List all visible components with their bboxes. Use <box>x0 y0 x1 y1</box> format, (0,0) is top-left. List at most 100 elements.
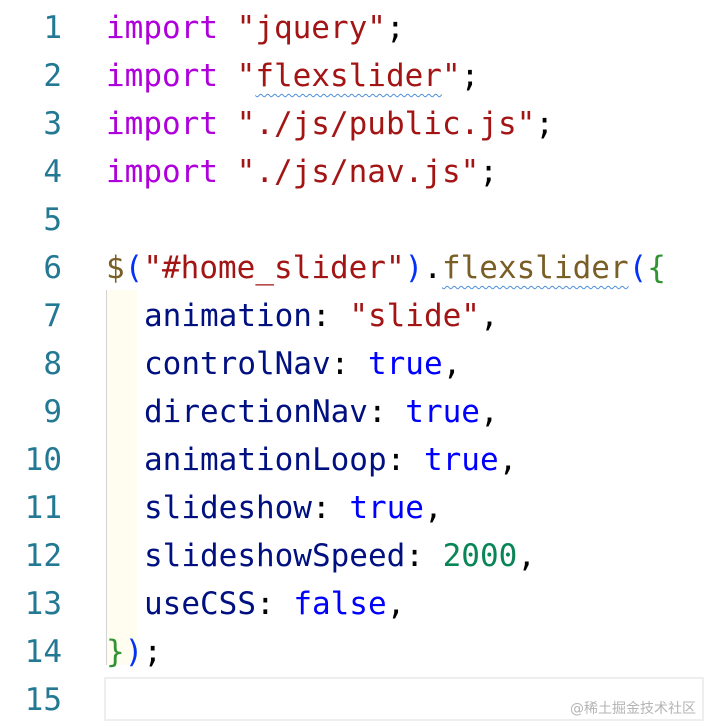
code-token: ) <box>404 250 424 286</box>
code-token: ; <box>143 634 163 670</box>
code-token: ; <box>535 106 554 142</box>
code-token: : <box>311 298 350 334</box>
line-code: useCSS: false, <box>144 580 405 628</box>
code-token: ; <box>479 154 498 190</box>
line-number: 2 <box>43 58 62 94</box>
code-token: slideshowSpeed <box>144 538 406 574</box>
indent-guide <box>106 290 137 665</box>
line-number: 4 <box>43 154 62 190</box>
code-token: $ <box>106 250 125 286</box>
code-token: : <box>386 442 424 478</box>
code-line[interactable]: 4 import "./js/nav.js"; <box>0 148 704 196</box>
code-line[interactable]: 1 import "jquery"; <box>0 4 704 52</box>
code-token: , <box>498 442 518 478</box>
line-number: 3 <box>43 106 62 142</box>
line-number: 7 <box>43 298 62 334</box>
code-line[interactable]: 5 <box>0 196 704 244</box>
code-token: animation <box>144 298 312 334</box>
code-token: import <box>106 154 218 190</box>
code-token <box>218 58 237 94</box>
code-token: "jquery" <box>236 10 386 46</box>
code-line[interactable]: 12 slideshowSpeed: 2000, <box>0 532 704 580</box>
code-token: flexslider <box>255 58 442 94</box>
code-line[interactable]: 6$("#home_slider").flexslider({ <box>0 244 704 292</box>
code-token: "./js/nav.js" <box>236 154 480 190</box>
code-token: : <box>405 538 443 574</box>
code-line[interactable]: 15 <box>0 676 704 724</box>
code-token: slideshow <box>144 490 312 526</box>
code-line[interactable]: 7 animation: "slide", <box>0 292 704 340</box>
code-token: true <box>367 346 443 382</box>
code-token: animationLoop <box>144 442 387 478</box>
code-token: : <box>311 490 350 526</box>
code-token <box>218 10 237 46</box>
code-line[interactable]: 14}); <box>0 628 704 676</box>
code-token: import <box>106 58 218 94</box>
code-token: , <box>423 490 443 526</box>
code-token: , <box>517 538 536 574</box>
code-token: import <box>106 106 218 142</box>
code-token: "slide" <box>349 298 480 334</box>
line-number: 9 <box>43 394 62 430</box>
code-token: true <box>349 490 424 526</box>
code-line[interactable]: 3 import "./js/public.js"; <box>0 100 704 148</box>
line-number: 11 <box>24 490 62 526</box>
line-code: $("#home_slider").flexslider({ <box>106 244 666 292</box>
line-code: slideshowSpeed: 2000, <box>144 532 536 580</box>
code-token: , <box>386 586 406 622</box>
line-number: 12 <box>24 538 62 574</box>
line-number: 5 <box>43 202 62 238</box>
line-code: directionNav: true, <box>144 388 499 436</box>
line-code: import "./js/public.js"; <box>106 100 554 148</box>
code-token: , <box>479 394 499 430</box>
code-token <box>218 154 237 190</box>
watermark: @稀土掘金技术社区 <box>570 701 696 717</box>
line-code: import "./js/nav.js"; <box>106 148 498 196</box>
code-token: . <box>423 250 442 286</box>
code-line[interactable]: 10 animationLoop: true, <box>0 436 704 484</box>
line-code: import "flexslider"; <box>106 52 479 100</box>
code-token: , <box>442 346 462 382</box>
line-code: }); <box>106 628 162 676</box>
code-token: ( <box>124 250 144 286</box>
code-token: } <box>106 634 125 670</box>
code-token: { <box>647 250 666 286</box>
line-number: 13 <box>24 586 62 622</box>
code-token: ( <box>628 250 648 286</box>
code-token: , <box>479 298 499 334</box>
code-token: controlNav <box>144 346 331 382</box>
line-number: 10 <box>24 442 62 478</box>
code-token: : <box>255 586 294 622</box>
code-token: " <box>441 58 461 94</box>
code-token: flexslider <box>441 250 629 286</box>
current-line-highlight <box>104 677 704 721</box>
code-token: "#home_slider" <box>143 250 405 286</box>
code-line[interactable]: 13 useCSS: false, <box>0 580 704 628</box>
line-code: animationLoop: true, <box>144 436 517 484</box>
code-token: ) <box>124 634 144 670</box>
code-token: ; <box>460 58 480 94</box>
code-token: true <box>423 442 499 478</box>
code-token: import <box>106 10 218 46</box>
line-code: controlNav: true, <box>144 340 461 388</box>
code-token: " <box>236 58 256 94</box>
code-token: true <box>405 394 480 430</box>
code-token: : <box>330 346 368 382</box>
code-line[interactable]: 9 directionNav: true, <box>0 388 704 436</box>
code-token: useCSS <box>144 586 256 622</box>
code-token <box>218 106 237 142</box>
code-token: false <box>293 586 387 622</box>
code-token: : <box>367 394 406 430</box>
code-line[interactable]: 11 slideshow: true, <box>0 484 704 532</box>
line-number: 6 <box>43 250 62 286</box>
code-line[interactable]: 2 import "flexslider"; <box>0 52 704 100</box>
code-token: 2000 <box>442 538 518 574</box>
line-number: 15 <box>24 682 62 718</box>
code-token: ; <box>385 10 405 46</box>
line-code: import "jquery"; <box>106 4 405 52</box>
line-number: 1 <box>43 10 62 46</box>
code-token: "./js/public.js" <box>236 106 536 142</box>
code-token: directionNav <box>144 394 368 430</box>
